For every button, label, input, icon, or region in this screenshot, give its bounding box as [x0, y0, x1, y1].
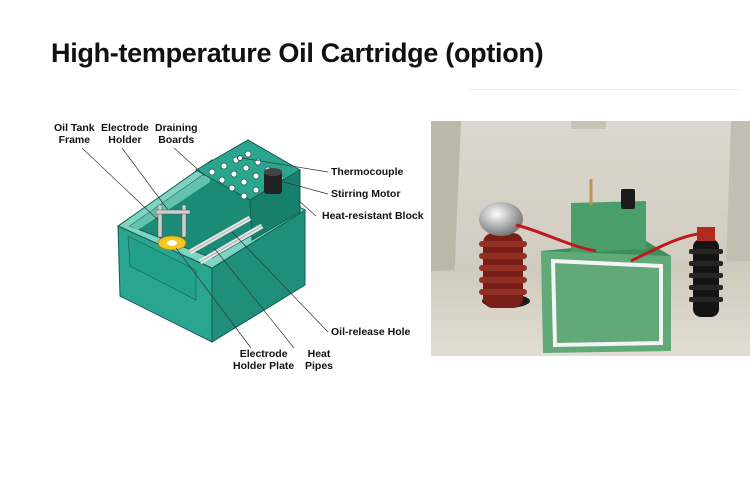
label-electrode-holder: Electrode Holder: [101, 122, 149, 146]
label-thermocouple: Thermocouple: [331, 166, 404, 178]
oil-cartridge-diagram: Oil Tank Frame Electrode Holder Draining…: [54, 122, 424, 372]
thermocouple-shape: [237, 155, 243, 161]
label-heat-pipes: Heat Pipes: [305, 348, 334, 372]
electrode-rod-2: [181, 204, 187, 238]
block-side: [249, 169, 301, 241]
label-draining-boards: Draining Boards: [155, 122, 198, 146]
label-electrode-holder-plate: Electrode Holder Plate: [233, 348, 295, 372]
label-oil-release-hole: Oil-release Hole: [331, 326, 411, 338]
electrode-dome: [479, 202, 523, 236]
leader-lines: [81, 147, 329, 349]
left-wire: [515, 223, 597, 253]
label-heat-resistant-block: Heat-resistant Block: [322, 210, 424, 222]
tank-front: [541, 251, 671, 353]
cartridge-photo-illustration: [431, 121, 750, 356]
cartridge-schematic: [81, 139, 329, 349]
stirring-motor-shape: [264, 172, 282, 194]
electrode-rod-1: [157, 204, 163, 238]
tank-back: [571, 201, 646, 253]
cartridge-photo: [431, 121, 750, 356]
label-oil-tank-frame: Oil Tank Frame: [54, 122, 95, 146]
tank-back-wall: [130, 170, 210, 230]
label-stirring-motor: Stirring Motor: [331, 188, 401, 200]
page-title: High-temperature Oil Cartridge (option): [51, 38, 544, 68]
electrode-crossbar: [155, 209, 191, 215]
title-divider: [470, 89, 740, 90]
tank-seal: [550, 258, 663, 348]
electrode-holder-plate-shape: [127, 235, 197, 301]
photo-motor: [621, 189, 635, 209]
